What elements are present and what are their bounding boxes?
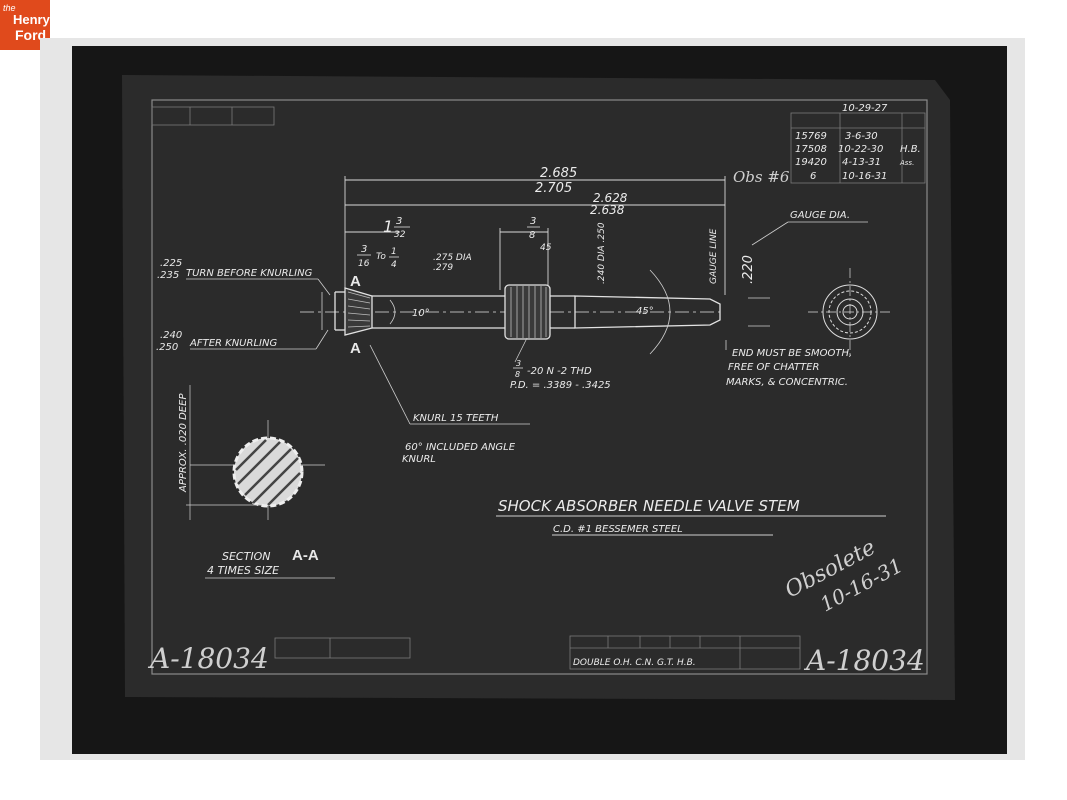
thread-texture (510, 286, 547, 338)
section-marker-top: A (350, 273, 361, 290)
end-note-line3: MARKS, & CONCENTRIC. (726, 377, 848, 388)
gauge-dia-label: GAUGE DIA. (790, 210, 850, 221)
fraction-3-8: 3 8 (527, 216, 540, 241)
end-view (808, 268, 892, 356)
revision-block (790, 112, 926, 184)
dim-dia-bottom: .279 (433, 263, 453, 273)
pitch-diameter: P.D. = .3389 - .3425 (510, 380, 611, 391)
turn-label: TURN BEFORE KNURLING (186, 268, 313, 279)
end-note-line2: FREE OF CHATTER (728, 362, 819, 373)
logo-henry: Henry (13, 12, 50, 27)
knurl-angle-line1: 60° INCLUDED ANGLE (405, 442, 516, 453)
blueprint-sheet (122, 75, 955, 700)
angle-45: 45° (636, 306, 654, 317)
section-view (186, 385, 325, 520)
top-left-strip (151, 106, 275, 126)
drawing-number-right: A-18034 (803, 644, 925, 677)
frac-den: 32 (394, 230, 406, 240)
leader-lines-left (186, 278, 331, 350)
frac-num: 3 (396, 216, 402, 227)
knurl-texture (347, 291, 371, 328)
gauge-leaders (725, 221, 868, 350)
fraction-1-3-32: 1 3 32 (383, 216, 410, 240)
bottom-title-block (274, 635, 801, 670)
section-label-prefix: SECTION (222, 550, 270, 563)
after-label: AFTER KNURLING (189, 338, 277, 349)
title-block-footer: DOUBLE O.H. C.N. G.T. H.B. (573, 658, 696, 668)
drawing-date: 10-29-27 (842, 103, 888, 114)
dim-gauge-top: 2.628 (593, 191, 628, 205)
drawing-number-left: A-18034 (147, 642, 269, 675)
dim-dia-top: .275 DIA (433, 253, 472, 263)
dim-after-bottom: .250 (156, 342, 178, 353)
rev-2-number: 17508 (795, 144, 827, 155)
thread-spec: -20 N -2 THD (527, 366, 592, 377)
rev-3-initials: Ass. (899, 159, 914, 167)
drawing-title: SHOCK ABSORBER NEEDLE VALVE STEM (498, 497, 800, 515)
logo-ford: Ford (15, 27, 47, 43)
dim-after-top: .240 (160, 330, 182, 341)
thread-num: 3 (516, 359, 521, 368)
frac-num: 3 (361, 244, 367, 255)
border-frame (151, 99, 928, 675)
section-marker-bottom: A (350, 340, 361, 357)
rev-2-date: 10-22-30 (838, 144, 883, 155)
dim-chamfer: 45 (540, 243, 552, 253)
knurl-leaders (369, 344, 530, 425)
angle-arcs (389, 269, 671, 355)
knurl-angle-line2: KNURL (402, 454, 436, 465)
frac-den: 8 (529, 230, 535, 241)
rev-3-date: 4-13-31 (842, 157, 881, 168)
angle-10: 10° (412, 308, 430, 319)
section-depth: APPROX. .020 DEEP (178, 393, 189, 493)
rev-4-date: 10-16-31 (842, 171, 887, 182)
frac-den: 4 (391, 260, 397, 270)
frac-whole: 1 (383, 217, 393, 236)
end-note-line1: END MUST BE SMOOTH, (732, 348, 852, 359)
frac-den: 16 (358, 259, 370, 269)
fraction-3-16-to-1-4: 3 16 To 1 4 (357, 244, 399, 270)
rev-3-number: 19420 (795, 157, 827, 168)
section-scale: 4 TIMES SIZE (207, 564, 279, 577)
rev-2-initials: H.B. (900, 144, 921, 155)
dim-turn-bottom: .235 (157, 270, 179, 281)
rev-1-date: 3-6-30 (845, 131, 878, 142)
revision-rows: 15769 3-6-30 17508 10-22-30 H.B. 19420 4… (795, 131, 921, 182)
dim-thread-dia: .240 DIA .250 (597, 222, 607, 284)
frac-to: To (376, 252, 386, 262)
section-label-letters: A-A (292, 547, 319, 564)
dim-turn-top: .225 (160, 258, 182, 269)
rev-1-number: 15769 (795, 131, 827, 142)
frac-num: 1 (391, 247, 397, 257)
pencil-note-obs: Obs #6 (733, 168, 790, 186)
gauge-line-label: GAUGE LINE (709, 228, 719, 284)
rev-4-number: 6 (810, 171, 816, 182)
thread-den: 8 (515, 370, 520, 379)
thread-callout: 3 8 -20 N -2 THD P.D. = .3389 - .3425 (510, 337, 611, 391)
dim-gauge-bottom: 2.638 (590, 203, 625, 217)
henry-ford-logo: the Henry Ford (0, 0, 50, 50)
material-spec: C.D. #1 BESSEMER STEEL (553, 524, 683, 535)
knurl-teeth-note: KNURL 15 TEETH (413, 413, 499, 424)
frac-num: 3 (530, 216, 536, 227)
logo-the: the (3, 3, 16, 13)
dimension-lines (344, 176, 726, 295)
dim-overall-bottom: 2.705 (535, 181, 572, 196)
gauge-dia-value: .220 (741, 255, 756, 284)
dim-overall-top: 2.685 (540, 166, 577, 181)
